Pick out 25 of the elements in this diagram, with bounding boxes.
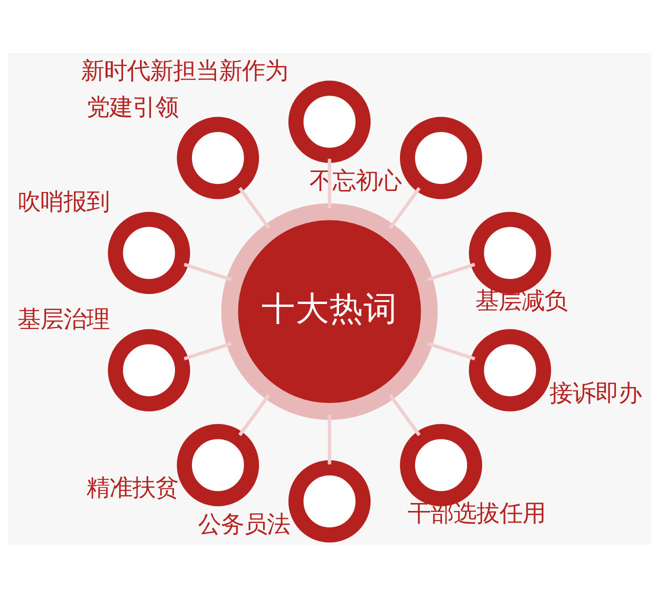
connector [388,186,421,229]
connector [328,158,332,208]
node-circle [176,424,260,506]
connector [328,414,332,464]
node-circle: 十大热词 [221,202,438,420]
connector [184,262,232,281]
node-circle [288,80,371,162]
connector [238,186,270,229]
node-label: 精准扶贫 [86,473,178,502]
connector [427,341,476,360]
node-label: 公务员法 [198,509,290,538]
node-circle [468,328,552,411]
node-circle [176,116,260,199]
node-circle [108,328,190,411]
node-label: 基层治理 [17,304,110,332]
connector [184,341,232,360]
node-label: 接诉即办 [550,378,642,406]
node-label: 吹哨报到 [17,187,110,216]
node-label: 新时代新担当新作为 [80,56,288,84]
connector [238,394,270,436]
node-label: 党建引领 [86,92,178,120]
connector [427,262,476,281]
connector [388,394,421,436]
node-circle [288,460,371,542]
node-circle [108,211,190,294]
